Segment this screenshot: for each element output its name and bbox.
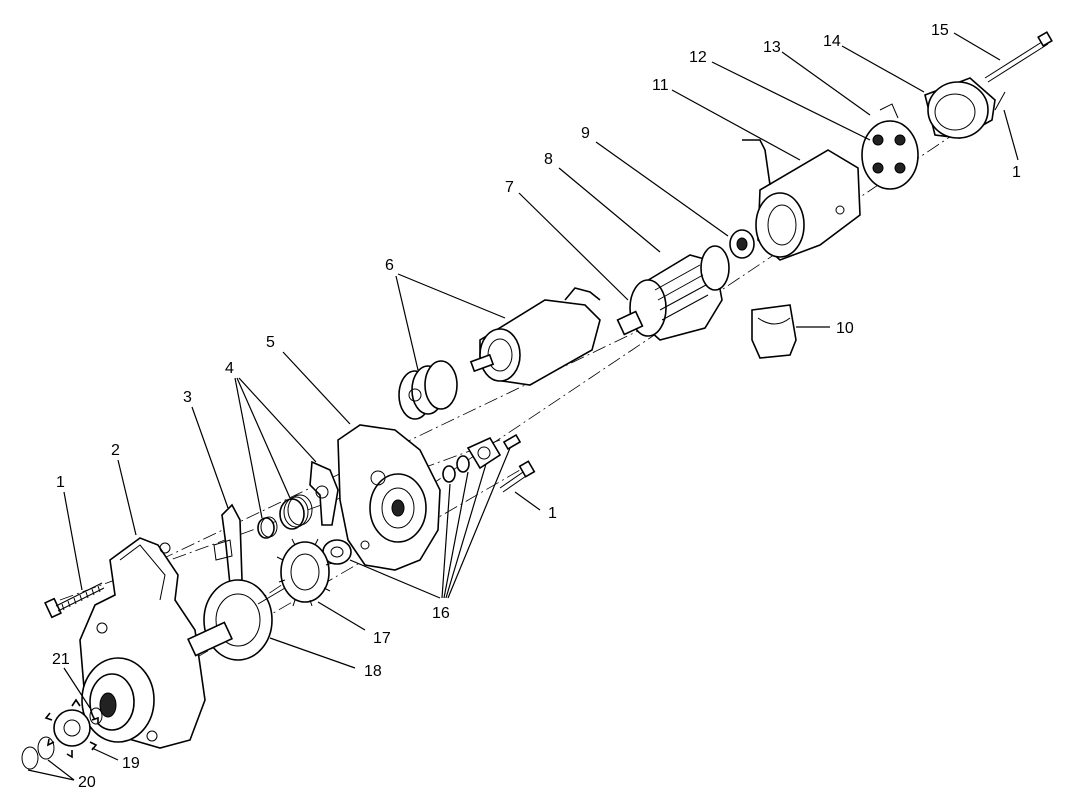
- callout-1-left: 1: [56, 474, 65, 491]
- callout-3: 3: [183, 389, 192, 406]
- leader-lines: [27, 32, 1019, 781]
- callout-21: 21: [52, 651, 70, 668]
- part-clip: [751, 304, 797, 359]
- part-springs: [257, 460, 339, 539]
- callout-6: 6: [385, 257, 394, 274]
- callout-1-right-top: 1: [1012, 164, 1021, 181]
- part-drive-housing: [79, 537, 206, 749]
- callout-14: 14: [823, 33, 841, 50]
- part-pinion-gear: [44, 698, 99, 759]
- callout-16: 16: [432, 605, 450, 622]
- callout-15: 15: [931, 22, 949, 39]
- part-brush-plate: [861, 103, 919, 190]
- callout-10: 10: [836, 320, 854, 337]
- callout-labels: 1 2 3 4 5 6 7 8 9 10 11 12 13 14 15 1 1 …: [52, 22, 1021, 791]
- callout-8: 8: [544, 151, 553, 168]
- callout-12: 12: [689, 49, 707, 66]
- callout-11: 11: [652, 77, 669, 94]
- part-armature: [616, 229, 755, 341]
- part-solenoid: [398, 287, 601, 420]
- part-shift-lever: [213, 503, 243, 587]
- part-yoke: [742, 139, 861, 261]
- part-bolt-left: [44, 582, 105, 619]
- callout-20: 20: [78, 774, 96, 791]
- callout-2: 2: [111, 442, 120, 459]
- callout-19: 19: [122, 755, 140, 772]
- part-snap-rings: [21, 707, 103, 770]
- part-end-frame: [337, 424, 441, 571]
- part-through-bolt: [984, 31, 1053, 111]
- callout-9: 9: [581, 125, 590, 142]
- callout-17: 17: [373, 630, 391, 647]
- callout-18: 18: [364, 663, 382, 680]
- part-washers: [322, 433, 522, 565]
- callout-5: 5: [266, 334, 275, 351]
- part-end-cover: [924, 77, 996, 139]
- part-idler-gear: [276, 538, 333, 607]
- callout-13: 13: [763, 39, 781, 56]
- part-screw-right: [499, 460, 536, 493]
- callout-1-right-mid: 1: [548, 505, 557, 522]
- callout-7: 7: [505, 179, 514, 196]
- part-pinion-shaft: [187, 579, 286, 661]
- callout-4: 4: [225, 360, 234, 377]
